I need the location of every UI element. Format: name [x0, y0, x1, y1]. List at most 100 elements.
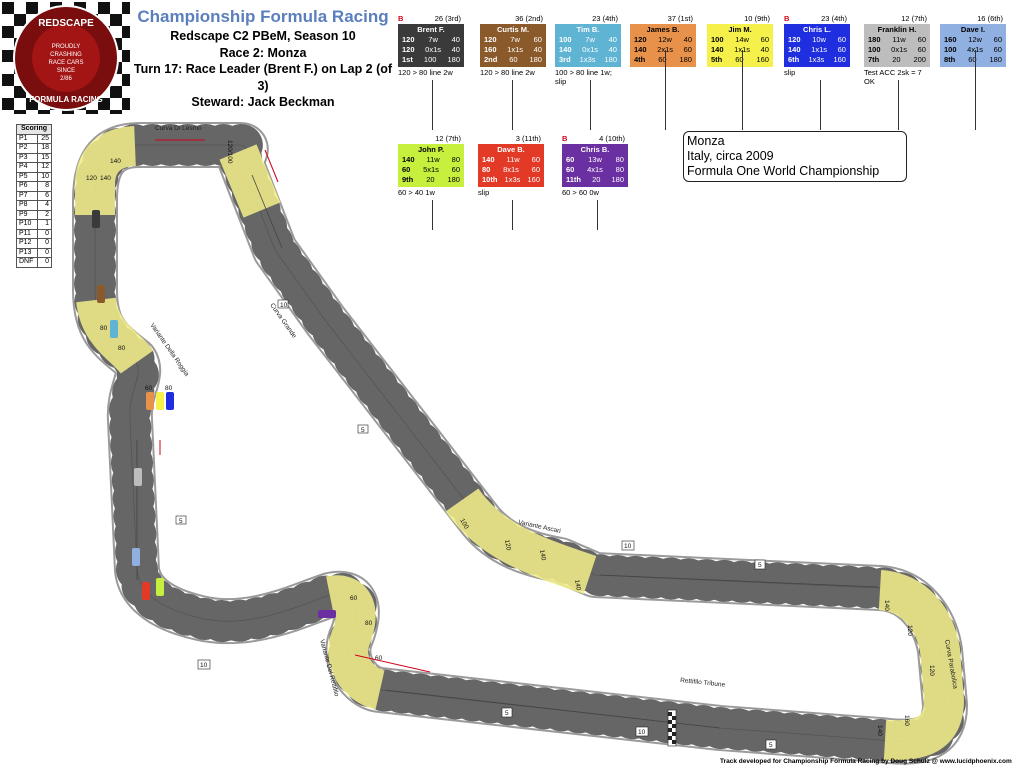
marker-5-roggia: 5 [175, 515, 187, 525]
speed-label: 120 [928, 665, 935, 676]
card-points: 26 (3rd) [434, 14, 461, 23]
marker-10-back: 10 [621, 540, 635, 551]
card-connector [898, 80, 899, 130]
car-chris-b[interactable] [318, 610, 336, 618]
track-location: Italy, circa 2009 [687, 149, 774, 163]
marker-5-curva: 5 [357, 424, 369, 434]
driver-name: Jim M. [728, 25, 752, 34]
car-jim-m[interactable] [156, 392, 164, 410]
svg-text:5: 5 [758, 562, 762, 569]
driver-name: Brent F. [417, 25, 445, 34]
corner-lesmo-zone [75, 126, 137, 215]
speed-label: 120 [86, 175, 97, 182]
card-points: 16 (6th) [977, 14, 1003, 23]
speed-label: 120 [906, 625, 913, 636]
track-series: Formula One World Championship [687, 164, 880, 178]
car-john-p[interactable] [156, 578, 164, 596]
card-points: 36 (2nd) [515, 14, 543, 23]
card-box: Dave I.16012w601004x1s608th60180 [940, 24, 1006, 67]
track-info-box: Monza Italy, circa 2009 Formula One Worl… [683, 131, 907, 182]
card-points: 10 (9th) [744, 14, 770, 23]
card-connector [512, 200, 513, 230]
svg-text:10: 10 [280, 302, 288, 309]
label-rettifilo-tribune: Rettifilo Tribune [680, 677, 726, 689]
speed-label: 80 [118, 345, 126, 352]
speed-label: 160 [903, 715, 910, 726]
driver-name: Franklin H. [877, 25, 917, 34]
driver-name: Tim B. [576, 25, 600, 34]
car-curtis-m[interactable] [97, 285, 105, 303]
car-chris-l[interactable] [166, 392, 174, 410]
card-note: 120 > 80 line 2w [480, 68, 535, 77]
svg-text:5: 5 [769, 742, 773, 749]
card-connector [975, 50, 976, 130]
card-note: 120 > 80 line 2w [398, 68, 453, 77]
svg-text:10: 10 [638, 729, 646, 736]
season-line: Redscape C2 PBeM, Season 10 [170, 29, 356, 43]
speed-label: 120 [503, 539, 512, 551]
svg-text:5: 5 [505, 710, 509, 717]
steward-line: Steward: Jack Beckman [191, 95, 335, 109]
logo-text-bottom: FORMULA RACING [29, 95, 102, 104]
card-connector [432, 200, 433, 230]
turn-line: Turn 17: Race Leader (Brent F.) on Lap 2… [133, 62, 393, 93]
card-connector [432, 80, 433, 130]
driver-name: John P. [417, 145, 445, 154]
car-dave-i[interactable] [132, 548, 140, 566]
card-connector [597, 200, 598, 230]
card-note: 60 > 60 0w [562, 188, 599, 197]
start-finish-line [667, 709, 677, 747]
card-row: 1402x1s60 [634, 45, 692, 54]
card-points: 23 (4th) [821, 14, 847, 23]
speed-label: 140 [110, 158, 121, 165]
card-note: Test ACC 2sk = 7 OK [864, 68, 922, 86]
logo-text-4: SINCE [57, 68, 75, 74]
car-franklin-h[interactable] [134, 468, 142, 486]
card-box: James B.12012w401402x1s604th60180 [630, 24, 696, 67]
card-points: 12 (7th) [435, 134, 461, 143]
race-line: Race 2: Monza [219, 45, 307, 60]
car-dave-b[interactable] [142, 582, 150, 600]
svg-text:5: 5 [361, 427, 365, 434]
driver-name: Curtis M. [496, 25, 530, 34]
logo-text-3: RACE CARS [48, 60, 83, 66]
logo-text-1: PROUDLY [52, 44, 81, 50]
logo-text-2: CRASHING [50, 52, 82, 58]
scoring-pts: 0 [37, 257, 52, 268]
card-connector [590, 80, 591, 130]
car-james-b[interactable] [146, 392, 154, 410]
speed-label: 60 [145, 385, 153, 392]
car-brent-f[interactable] [92, 210, 100, 228]
car-tim-b[interactable] [110, 320, 118, 338]
card-points: 37 (1st) [667, 14, 693, 23]
card-connector [665, 50, 666, 130]
scoring-pos: DNF [15, 257, 39, 268]
track-surface [72, 122, 968, 765]
driver-card: 37 (1st)James B.12012w401402x1s604th6018… [630, 14, 696, 68]
card-points: 3 (11th) [515, 134, 541, 143]
